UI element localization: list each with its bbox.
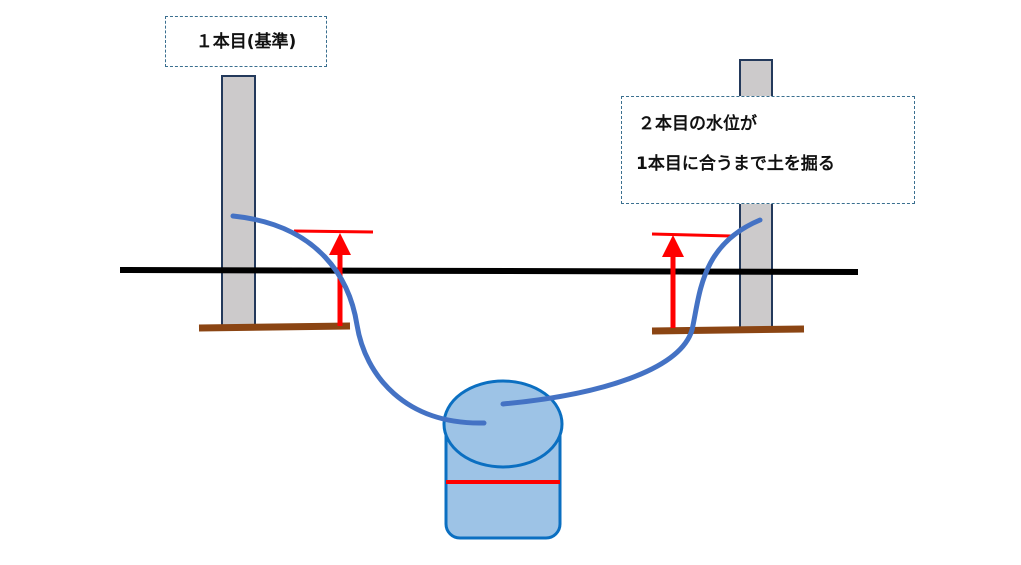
right-pole-label-line1: ２本目の水位が (638, 114, 757, 134)
left-pole (221, 75, 256, 329)
left-level-line (293, 229, 374, 234)
left-base-board (198, 322, 351, 332)
left-arrow-head (329, 233, 351, 255)
right-base-board (651, 325, 805, 335)
right-level-line (651, 232, 732, 238)
left-pole-label: １本目(基準) (165, 16, 327, 67)
ground-line (119, 267, 859, 275)
left-pole-label-text: １本目(基準) (195, 32, 297, 52)
right-pole-label: ２本目の水位が 1本目に合うまで土を掘る (621, 96, 915, 204)
right-arrow-head (662, 235, 684, 257)
left-hose (230, 213, 487, 426)
right-hose (500, 217, 763, 407)
right-pole-label-line2: 1本目に合うまで土を掘る (636, 154, 835, 174)
